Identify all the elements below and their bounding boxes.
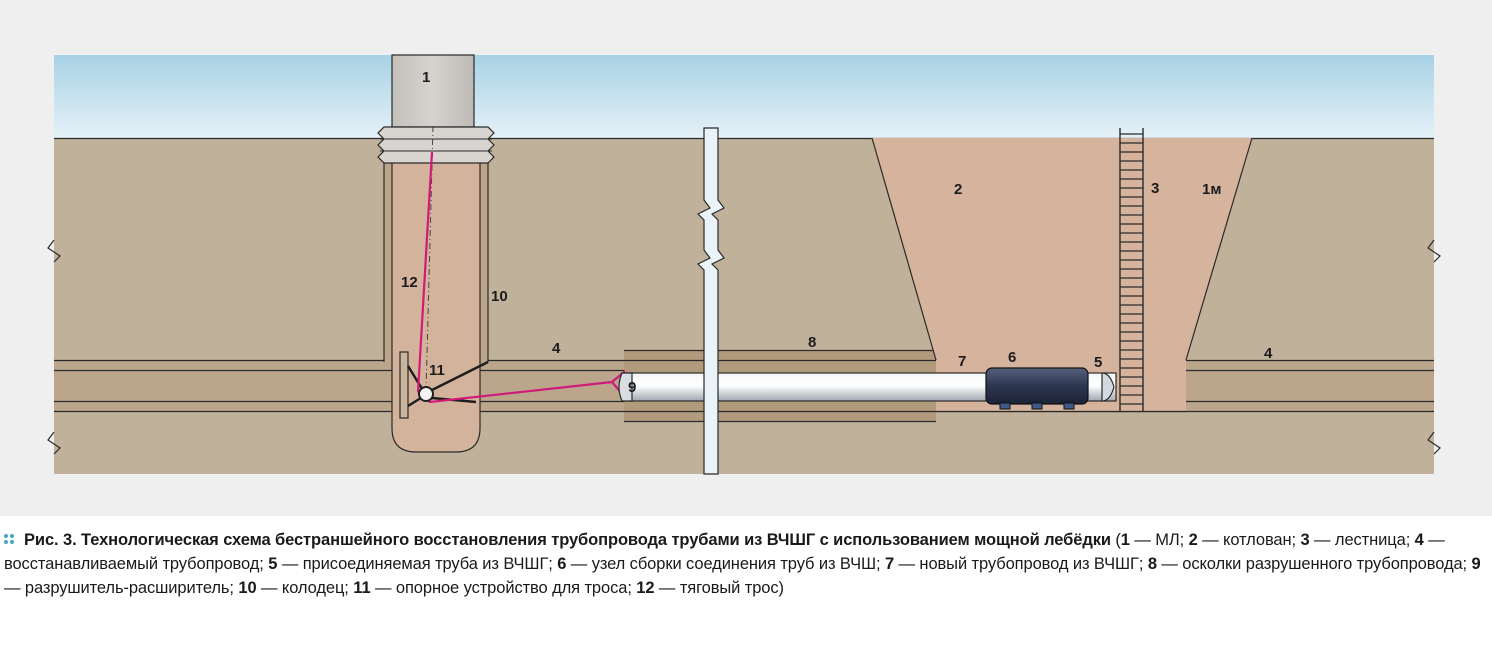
caption-item-text: — тяговый трос) [654, 579, 784, 597]
caption-item-number: 6 [557, 555, 567, 573]
caption-item-number: 5 [268, 555, 278, 573]
caption-item-text: — разрушитель-расширитель; [4, 579, 239, 597]
label-10: 10 [491, 288, 508, 305]
label-7: 7 [958, 353, 966, 370]
pit-left-wall [871, 137, 937, 361]
caption-figure-label: Рис. 3. [24, 531, 77, 549]
caption-item-text: — МЛ; [1129, 531, 1189, 549]
caption-item-number: 3 [1300, 531, 1310, 549]
caption-item-text: — лестница; [1309, 531, 1415, 549]
caption-item-number: 11 [353, 579, 371, 597]
trenchless-pipe-renewal-diagram: 1 2 3 1м 4 4 5 6 7 8 9 10 11 12 [47, 54, 1441, 475]
figure-caption: Рис. 3. Технологическая схема бестраншей… [4, 528, 1488, 600]
label-1m: 1м [1202, 181, 1221, 198]
ladder [1119, 128, 1144, 412]
caption-bullet-icon [4, 534, 18, 544]
caption-item-number: 2 [1188, 531, 1198, 549]
caption-item-text: — опорное устрой­ство для троса; [370, 579, 637, 597]
label-4-right: 4 [1264, 345, 1273, 362]
caption-legend: 1 — МЛ; 2 — котлован; 3 — лестница; 4 — … [4, 531, 1481, 597]
caption-item-number: 4 [1414, 531, 1424, 549]
caption-item-text: — присоединяемая труба из ВЧШГ; [277, 555, 558, 573]
sky [54, 55, 1434, 139]
caption-item-number: 9 [1471, 555, 1481, 573]
pipe-flange [399, 351, 409, 419]
pit-right-wall [1185, 137, 1253, 361]
caption-title: Технологическая схема бестраншейного вос… [81, 531, 1111, 549]
caption-item-text: — новый трубопровод из ВЧШГ; [894, 555, 1148, 573]
edge-break-marks [47, 239, 1441, 455]
caption-item-number: 10 [238, 579, 257, 597]
label-3: 3 [1151, 180, 1159, 197]
label-9: 9 [628, 379, 636, 396]
label-12: 12 [401, 274, 418, 291]
caption-item-text: — котлован; [1197, 531, 1301, 549]
caption-open: ( [1110, 531, 1121, 549]
caption-item-text: — восстанавливаемый трубопровод; [4, 531, 1445, 573]
label-4-left: 4 [552, 340, 561, 357]
label-8: 8 [808, 334, 816, 351]
label-2: 2 [954, 181, 962, 198]
label-5: 5 [1094, 354, 1102, 371]
caption-item-text: — осколки разрушенного трубопровода; [1156, 555, 1472, 573]
caption-item-number: 8 [1147, 555, 1157, 573]
joint-assembly-unit [985, 367, 1089, 410]
caption-item-text: — узел сборки соединения труб из ВЧШ; [566, 555, 885, 573]
winch [377, 54, 495, 164]
well [383, 159, 489, 453]
caption-item-text: — колодец; [256, 579, 354, 597]
excavation-pit [872, 138, 1252, 412]
section-break [696, 127, 725, 475]
caption-item-number: 12 [636, 579, 655, 597]
diagram-labels: 1 2 3 1м 4 4 5 6 7 8 9 10 11 12 [401, 69, 1273, 396]
caption-item-number: 1 [1120, 531, 1130, 549]
label-11: 11 [429, 362, 445, 379]
caption-item-number: 7 [884, 555, 895, 573]
pulley [418, 386, 434, 402]
label-6: 6 [1008, 349, 1016, 366]
label-1: 1 [422, 69, 430, 86]
